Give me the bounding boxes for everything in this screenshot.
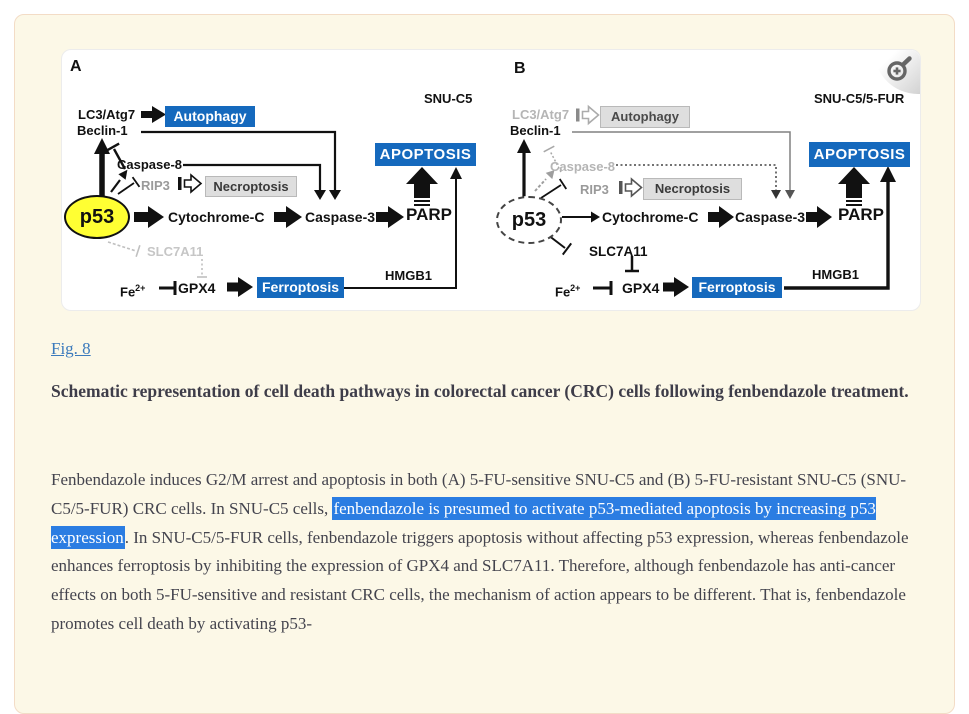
node-parp-a: PARP [406, 205, 452, 224]
node-lc3-b: LC3/Atg7 [512, 107, 570, 122]
autophagy-box-b: Autophagy [600, 106, 690, 128]
autophagy-box-a: Autophagy [165, 106, 255, 127]
node-caspase3-a: Caspase-3 [305, 209, 376, 225]
node-rip3-a: RIP3 [141, 178, 170, 193]
panel-b-label: B [514, 60, 526, 77]
p53-node-b: p53 [496, 196, 562, 244]
apoptosis-box-a: APOPTOSIS [375, 143, 476, 166]
p53-node-a: p53 [64, 195, 130, 239]
node-caspase3-b: Caspase-3 [735, 209, 806, 225]
panel-a-label: A [70, 58, 82, 75]
figure-card: A SNU-C5 LC3/Atg7 Autophagy Beclin-1 Cas… [14, 14, 955, 714]
cell-line-b: SNU-C5/5-FUR [814, 91, 905, 106]
p53-to-beclin-arrow [94, 138, 110, 198]
node-fe-b: Fe2+ [555, 283, 581, 300]
apoptosis-arrow [406, 167, 438, 206]
figure-caption-body: Fenbendazole induces G2/M arrest and apo… [51, 466, 925, 639]
ferroptosis-box-b: Ferroptosis [692, 277, 782, 298]
node-caspase8-b: Caspase-8 [550, 159, 616, 174]
apoptosis-box-b: APOPTOSIS [809, 142, 910, 167]
fig-8-link[interactable]: Fig. 8 [51, 339, 91, 358]
necroptosis-box-a: Necroptosis [205, 176, 297, 197]
node-slc7a11-a: SLC7A11 [147, 244, 204, 259]
node-slc7a11-b: SLC7A11 [589, 244, 648, 259]
node-hmgb1-b: HMGB1 [812, 267, 859, 282]
caption-text-before: Fenbendazole induces G2/M arrest and apo… [51, 470, 907, 518]
node-beclin-b: Beclin-1 [510, 123, 561, 138]
diagram-panel-a: A SNU-C5 LC3/Atg7 Autophagy Beclin-1 Cas… [62, 50, 492, 312]
diagram-panel-b: B SNU-C5/5-FUR LC3/Atg7 Autophagy Beclin… [492, 50, 922, 312]
node-gpx4-a: GPX4 [178, 280, 216, 296]
figure-panel[interactable]: A SNU-C5 LC3/Atg7 Autophagy Beclin-1 Cas… [61, 49, 921, 311]
node-fe-a: Fe2+ [120, 283, 146, 300]
necroptosis-box-b: Necroptosis [643, 178, 742, 200]
zoom-icon [887, 56, 912, 81]
cell-line-a: SNU-C5 [424, 91, 473, 106]
node-caspase8-a: Caspase-8 [117, 157, 183, 172]
caption-text-after: . In SNU-C5/5-FUR cells, fenbendazole tr… [51, 527, 909, 633]
apoptosis-arrow-b [838, 167, 870, 206]
node-parp-b: PARP [838, 205, 884, 224]
node-lc3-a: LC3/Atg7 [78, 107, 136, 122]
figure-caption-title: Schematic representation of cell death p… [51, 381, 909, 401]
node-cytochrome-b: Cytochrome-C [602, 209, 699, 225]
node-gpx4-b: GPX4 [622, 280, 660, 296]
node-hmgb1-a: HMGB1 [385, 268, 432, 283]
node-rip3-b: RIP3 [580, 182, 609, 197]
ferroptosis-box-a: Ferroptosis [257, 277, 344, 298]
node-cytochrome-a: Cytochrome-C [168, 209, 265, 225]
node-beclin-a: Beclin-1 [77, 123, 128, 138]
